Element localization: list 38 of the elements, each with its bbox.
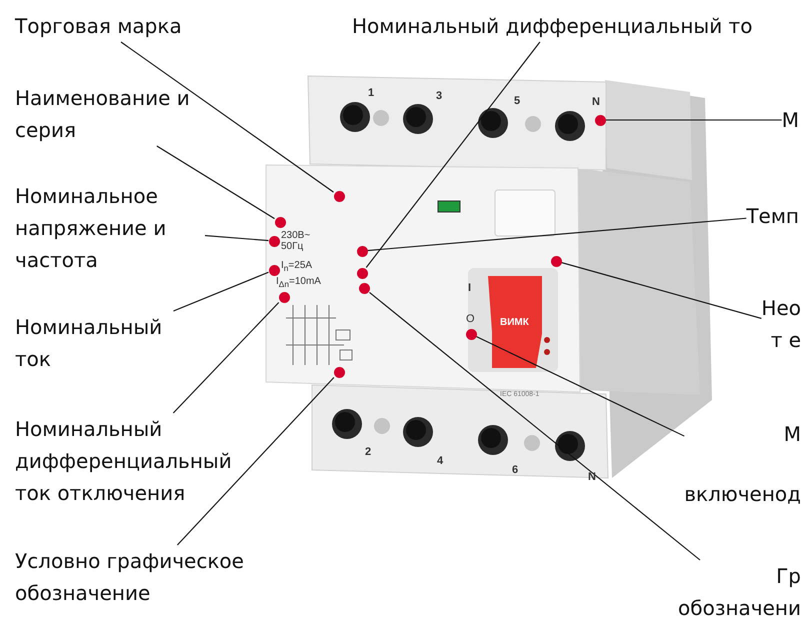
callout-label: Номинальное напряжение и частота (15, 183, 168, 274)
device-marking: 5 (514, 96, 520, 108)
device-marking: 2 (365, 447, 372, 459)
callout-label: Темп (746, 203, 799, 230)
leader-line (177, 377, 334, 546)
leader-line (172, 302, 280, 414)
leader-line (366, 42, 540, 268)
device-marking: 6 (512, 465, 518, 477)
callout-label: Торговая марка (15, 13, 182, 40)
device-marking: 4 (437, 456, 444, 468)
leader-line (173, 272, 269, 312)
callout-label: Наименование и серия (15, 85, 191, 144)
leader-line (367, 218, 746, 252)
leader-line (561, 262, 762, 319)
device-marking: I$_{Δn}$=10mA (276, 277, 321, 289)
callout-label: включенод (684, 481, 801, 508)
device-marking: I$_{n}$=25A (281, 261, 312, 273)
leader-line (369, 292, 700, 560)
device-marking: 230В~ 50Гц (281, 231, 310, 252)
device-marking: N (592, 97, 600, 109)
device-marking: ВИМК (500, 318, 529, 328)
device-marking: 1 (368, 88, 374, 100)
callout-label: Номинальный ток (15, 314, 164, 373)
callout-label: Нео т е (761, 295, 801, 354)
callout-label: Номинальный дифференциальный то (352, 13, 752, 40)
callout-label: М (782, 107, 799, 134)
device-marking: I (468, 283, 472, 295)
callout-label: Гр обозначени (678, 563, 801, 622)
callout-label: М (784, 421, 801, 448)
callout-label: Номинальный дифференциальный ток отключения (15, 416, 233, 507)
device-marking: O (466, 314, 475, 326)
device-marking: N (588, 472, 596, 484)
leader-line (120, 42, 334, 193)
device-marking: 3 (436, 91, 442, 103)
callout-label: Условно графическое обозначение (15, 548, 245, 607)
leader-line (204, 234, 269, 242)
leader-line (156, 146, 275, 220)
leader-line (606, 119, 782, 121)
